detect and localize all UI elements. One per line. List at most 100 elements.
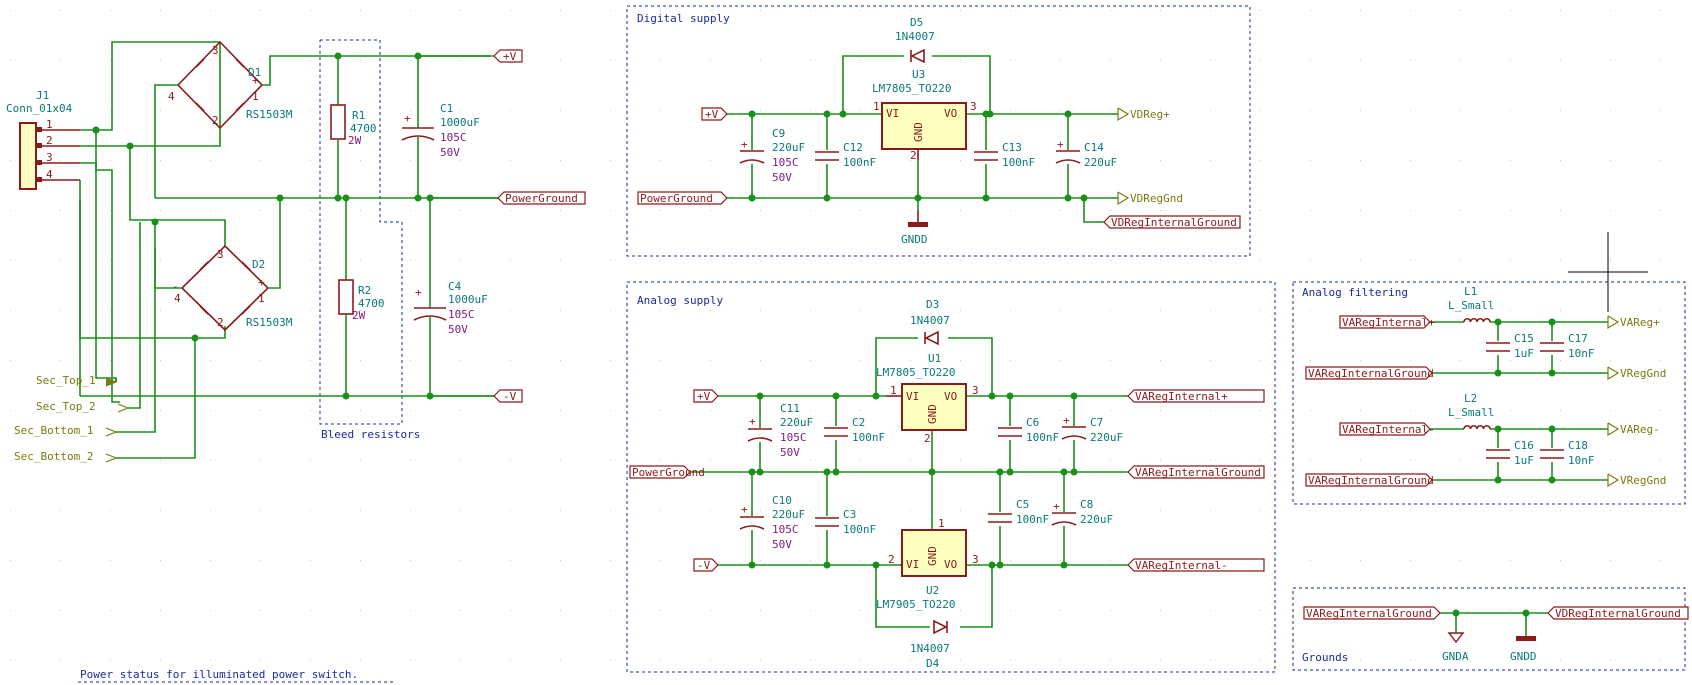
resistor-r1: R1 4700 2W <box>330 56 377 198</box>
u3-pin-gnd: 2 <box>910 149 917 162</box>
c7-plus: + <box>1063 414 1070 427</box>
c8-plus: + <box>1053 500 1060 513</box>
net-plus-v-digital: +V <box>701 107 728 121</box>
l2-ref: L2 <box>1464 392 1477 405</box>
u1-vi: VI <box>906 390 919 403</box>
diode-d4: 1N4007 D4 <box>910 619 950 670</box>
r1-rating: 2W <box>348 134 362 147</box>
d2-pin-3: 3 <box>217 248 224 261</box>
r1-value: 4700 <box>350 122 377 135</box>
c4-value: 1000uF <box>448 293 488 306</box>
u1-gnd: GND <box>926 404 939 424</box>
cap-c3: C3 100nF <box>815 508 876 536</box>
cap-c6: C6 100nF <box>998 416 1059 444</box>
u3-vo: VO <box>944 107 957 120</box>
net-vreg-gnd-2-text: VRegGnd <box>1620 474 1666 487</box>
digital-supply-box <box>626 5 1251 257</box>
c13-ref: C13 <box>1002 141 1022 154</box>
d1-pin-1: 1 <box>252 90 259 103</box>
cap-c10: + C10 220uF 105C 50V <box>739 494 805 551</box>
net-vareg-minus-text: VAReg- <box>1620 423 1660 436</box>
analog-filtering-title: Analog filtering <box>1302 286 1408 299</box>
net-minus-v-right-text: -V <box>503 390 517 403</box>
d1-pin-3: 3 <box>212 44 219 57</box>
u3-ref: U3 <box>912 68 925 81</box>
c6-value: 100nF <box>1026 431 1059 444</box>
c1-volt: 50V <box>440 146 460 159</box>
c10-volt: 50V <box>772 538 792 551</box>
d2-ref: D2 <box>252 258 265 271</box>
u2-vi: VI <box>906 558 919 571</box>
net-vdreg-internal-ground-grounds-text: VDRegInternalGround <box>1555 607 1681 620</box>
gnda-symbol: GNDA <box>1442 632 1469 663</box>
grounds-box <box>1292 587 1686 671</box>
net-powerground-analog-text: PowerGround <box>632 466 705 479</box>
net-powerground-digital-text: PowerGround <box>640 192 713 205</box>
l1-value: L_Small <box>1448 299 1494 312</box>
r2-value: 4700 <box>358 297 385 310</box>
net-vreg-gnd-2: VRegGnd <box>1607 473 1666 488</box>
c4-temp: 105C <box>448 308 475 321</box>
diode-d5: D5 1N4007 <box>895 16 935 64</box>
cap-c11: + C11 220uF 105C 50V <box>747 402 813 459</box>
c9-temp: 105C <box>772 156 799 169</box>
net-vareg-internal-minus-analog-text: VARegInternal- <box>1135 559 1228 572</box>
net-vdreg-internal-ground-text: VDRegInternalGround <box>1111 216 1237 229</box>
net-vreg-gnd-1: VRegGnd <box>1607 366 1666 381</box>
u2-pin-gnd: 1 <box>938 517 945 530</box>
crosshair-cursor-icon <box>1568 232 1648 312</box>
r1-ref: R1 <box>352 109 365 122</box>
net-vareg-plus-text: VAReg+ <box>1620 316 1660 329</box>
gndd-digital-text: GNDD <box>901 233 928 246</box>
d2-value: RS1503M <box>246 316 293 329</box>
d5-value: 1N4007 <box>895 30 935 43</box>
d1-plus: + <box>252 74 259 87</box>
c11-volt: 50V <box>780 446 800 459</box>
net-vareg-internal-ground-filter-2: VARegInternalGround <box>1305 473 1434 487</box>
u3-value: LM7805_TO220 <box>872 82 951 95</box>
u2-vo: VO <box>944 558 957 571</box>
bleed-resistors-title: Bleed resistors <box>321 428 420 441</box>
d3-value: 1N4007 <box>910 314 950 327</box>
cap-c14: + C14 220uF <box>1055 138 1117 169</box>
d1-pin-4: 4 <box>168 90 175 103</box>
l1-ref: L1 <box>1464 285 1477 298</box>
u1-vo: VO <box>944 390 957 403</box>
c14-value: 220uF <box>1084 156 1117 169</box>
rectifier-wires <box>80 55 520 397</box>
c11-ref: C11 <box>780 402 800 415</box>
u2-pin-in: 2 <box>888 553 895 566</box>
c1-plus: + <box>404 112 411 125</box>
c5-ref: C5 <box>1016 498 1029 511</box>
d2-plus: + <box>258 276 265 289</box>
c1-ref: C1 <box>440 102 453 115</box>
c14-plus: + <box>1057 138 1064 151</box>
power-status-title: Power status for illuminated power switc… <box>80 668 358 681</box>
d2-pin-4: 4 <box>174 292 181 305</box>
c1-temp: 105C <box>440 131 467 144</box>
u3-pin-out: 3 <box>970 100 977 113</box>
net-vdreg-internal-ground-grounds: VDRegInternalGround <box>1547 606 1689 620</box>
d3-ref: D3 <box>926 298 939 311</box>
connector-j1: J1 Conn_01x04 1 2 3 4 <box>6 89 80 190</box>
analog-filtering-box <box>1292 281 1686 505</box>
net-vareg-internal-plus-analog-text: VARegInternal+ <box>1135 390 1228 403</box>
gnda-text: GNDA <box>1442 650 1469 663</box>
d1-pin-2: 2 <box>212 114 219 127</box>
c15-value: 1uF <box>1514 347 1534 360</box>
c9-plus: + <box>741 138 748 151</box>
c17-ref: C17 <box>1568 332 1588 345</box>
net-minus-v-analog: -V <box>693 558 719 572</box>
net-vareg-plus: VAReg+ <box>1607 315 1660 330</box>
d2-pin-1: 1 <box>258 292 265 305</box>
net-vreg-gnd-1-text: VRegGnd <box>1620 367 1666 380</box>
c4-plus: + <box>415 286 422 299</box>
bleed-resistors-box <box>319 39 403 425</box>
regulator-u1: U1 LM7805_TO220 VI VO GND 1 3 2 <box>876 352 979 445</box>
cap-c18: C18 10nF <box>1540 439 1595 467</box>
r2-rating: 2W <box>352 309 366 322</box>
input-labels: Sec_Top_1 Sec_Top_2 Sec_Bottom_1 Sec_Bot… <box>14 374 130 463</box>
cap-c5: C5 100nF <box>988 498 1049 526</box>
input-sec-bottom-2: Sec_Bottom_2 <box>14 450 93 463</box>
net-vareg-internal-ground-filter-1: VARegInternalGround <box>1305 366 1434 380</box>
